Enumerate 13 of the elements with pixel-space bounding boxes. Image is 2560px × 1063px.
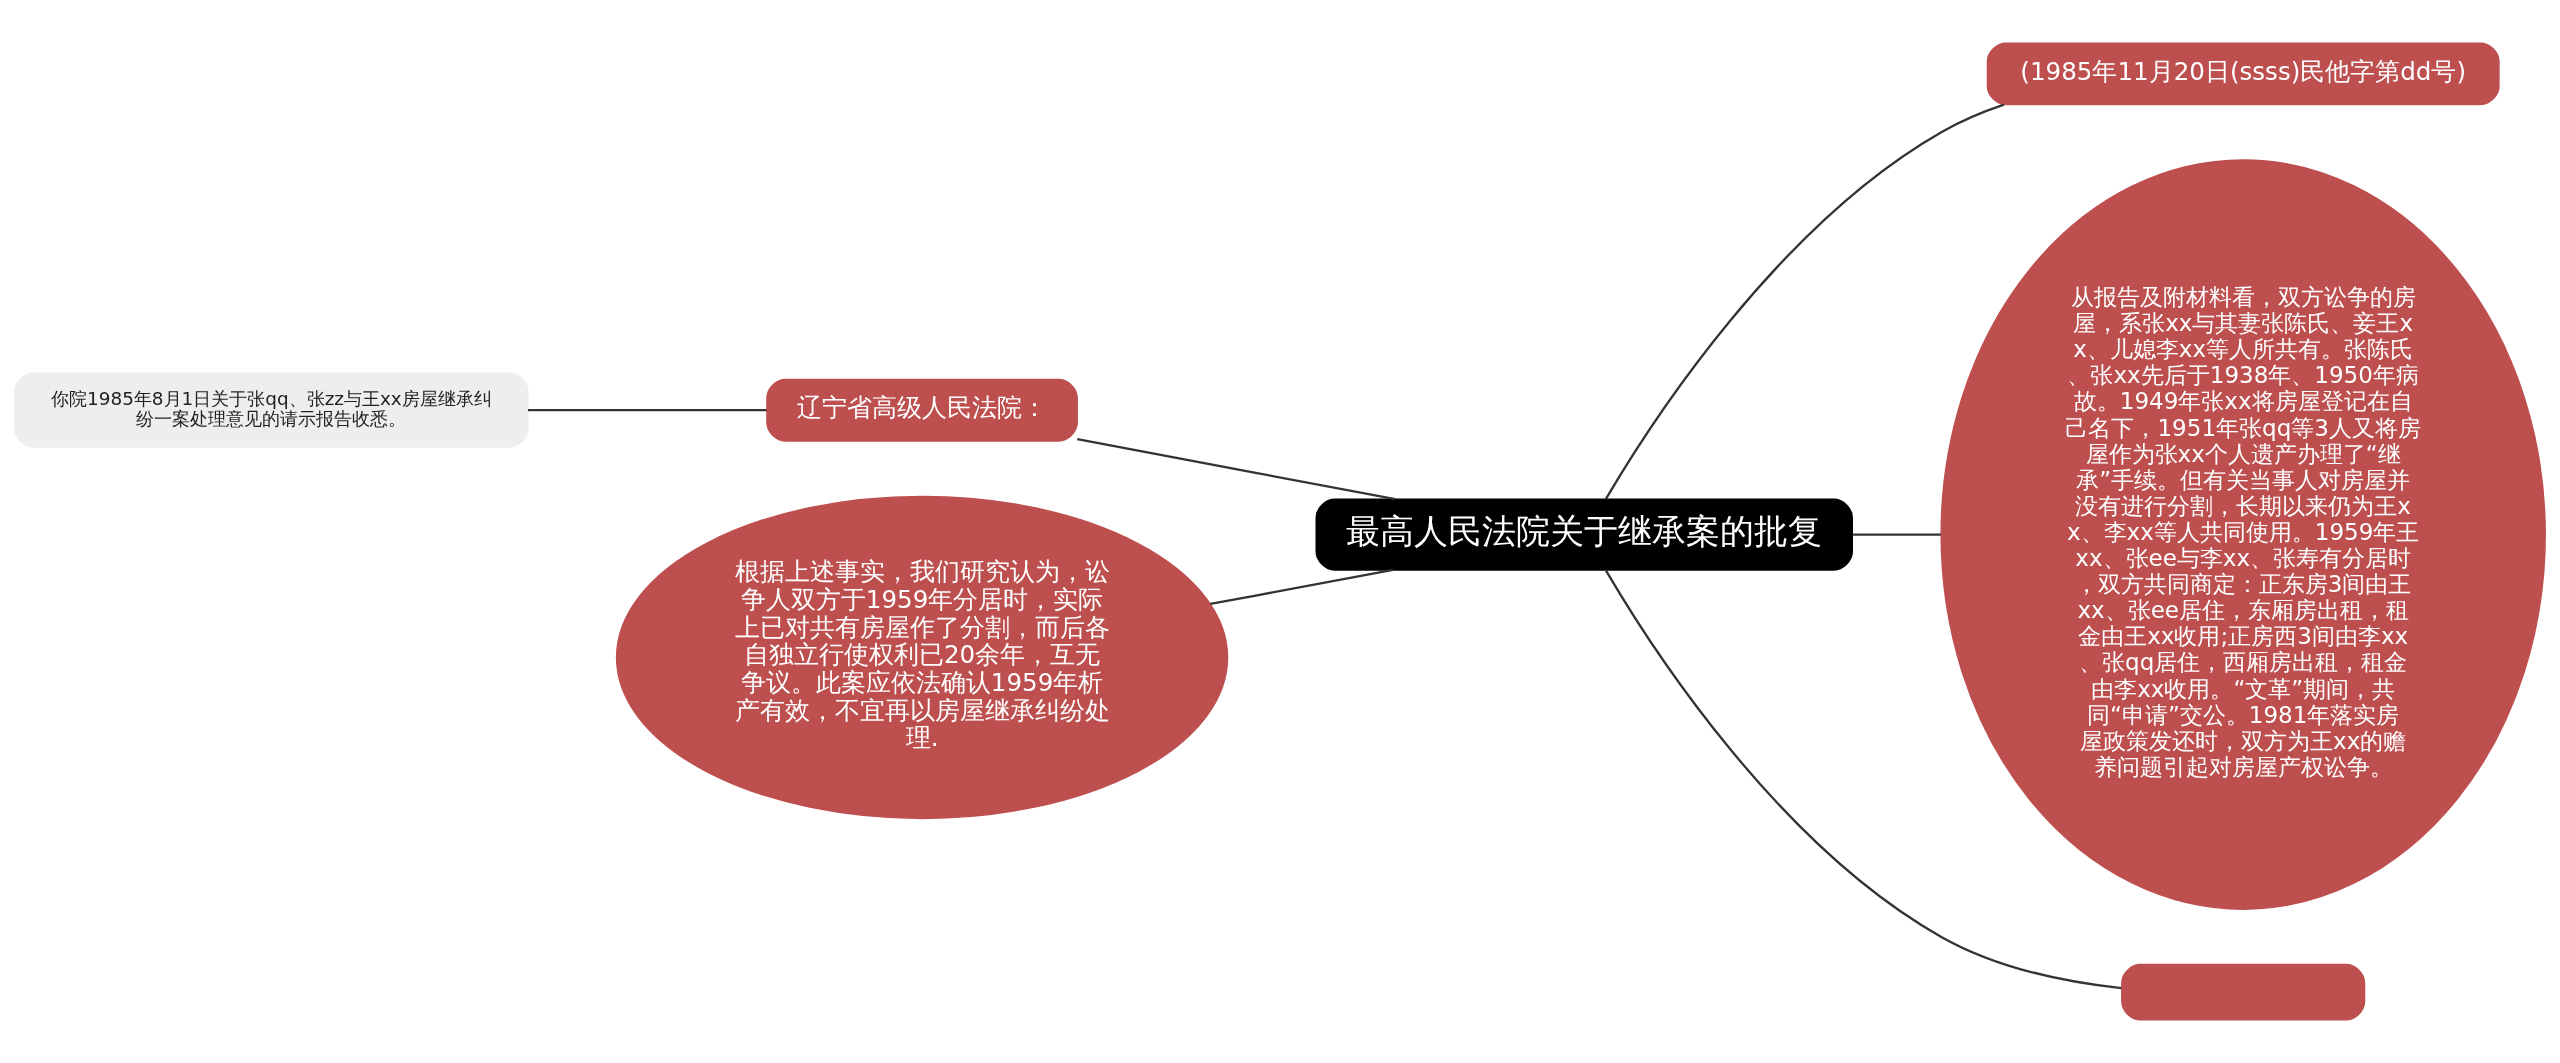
connector bbox=[1604, 103, 2005, 500]
node-box: 辽宁省高级人民法院： bbox=[766, 378, 1078, 442]
connector bbox=[1077, 438, 1396, 501]
connector bbox=[1210, 568, 1394, 606]
connector bbox=[1604, 569, 2122, 990]
node-ellipse: 根据上述事实，我们研究认为，讼争人双方于1959年分居时，实际上已对共有房屋作了分割，而后各自独立行使权利已20余年，互无争议。此案应依法确认1959年析产有效，不宜再以房屋继承纠纷处理. bbox=[615, 495, 1229, 820]
node-ellipse: 从报告及附材料看，双方讼争的房屋，系张xx与其妻张陈氏、妾王xx、儿媳李xx等人所共有。张陈氏、张xx先后于1938年、1950年病故。1949年张xx将房屋登记在自己名下，1951年张qq等3人又将房屋作为张xx个人遗产办理了“继承”手续。但有关当事人对房屋并没有进行分割，长期以来仍为王xx、李xx等人共同使用。1959年王xx、张ee与李xx、张寿有分居时，双方共同商定：正东房3间由王xx、张ee居住，东厢房出租，租金由王xx收用;正房西3间由李xx、张qq居住，西厢房出租，租金由李xx收用。“文革”期间，共同“申请”交公。1981年落实房屋政策发还时，双方为王xx的赡养问题引起对房屋产权讼争。 bbox=[1940, 159, 2546, 910]
node-box: 你院1985年8月1日关于张qq、张zz与王xx房屋继承纠纷一案处理意见的请示报告收悉。 bbox=[14, 372, 529, 448]
connector bbox=[1852, 533, 1941, 536]
node-box bbox=[2121, 963, 2366, 1021]
connector bbox=[527, 409, 767, 412]
node-box: (1985年11月20日(ssss)民他字第dd号) bbox=[1986, 42, 2500, 106]
node-box: 最高人民法院关于继承案的批复 bbox=[1315, 498, 1853, 571]
